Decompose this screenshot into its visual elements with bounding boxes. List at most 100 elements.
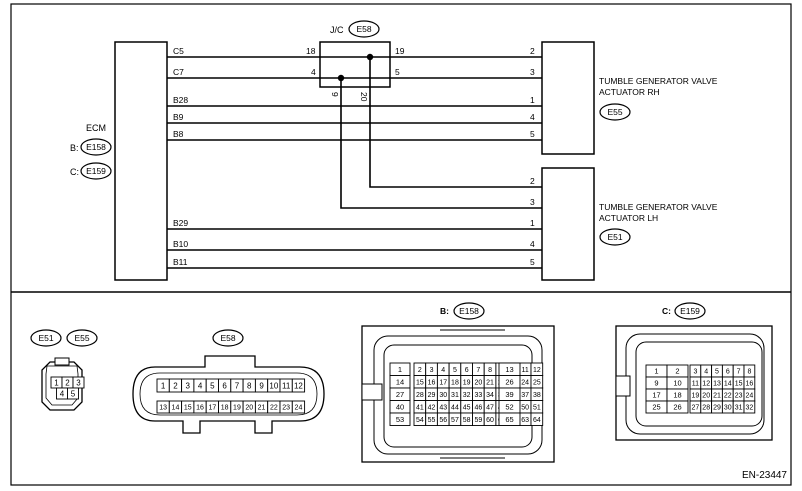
e158-pin-2: 2 xyxy=(418,367,422,374)
e158-pin-53: 53 xyxy=(396,415,404,424)
e58-pin-4: 4 xyxy=(198,381,203,390)
e158-pin-40: 40 xyxy=(396,402,404,411)
lh-actuator-box xyxy=(541,167,595,281)
e158-pin-55: 55 xyxy=(428,417,436,424)
e158-pin-63: 63 xyxy=(521,417,529,424)
e158-pin-45: 45 xyxy=(463,404,471,411)
e159-pin-20: 20 xyxy=(702,393,710,400)
wire-label-c5: C5 xyxy=(173,46,184,56)
e158-pin-18: 18 xyxy=(451,379,459,386)
e159-pin-4: 4 xyxy=(704,369,708,376)
e158-oval xyxy=(453,302,485,320)
e159-pin-30: 30 xyxy=(724,405,732,412)
e158-pin-65: 65 xyxy=(505,415,513,424)
e58-pin-1: 1 xyxy=(161,381,166,390)
e158-pin-57: 57 xyxy=(451,417,459,424)
e158-pin-29: 29 xyxy=(428,392,436,399)
e158-pin-20: 20 xyxy=(474,379,482,386)
e158-pin-64: 64 xyxy=(533,417,541,424)
e158-pin-53-box xyxy=(389,412,411,426)
small-pin-4: 4 xyxy=(60,389,65,398)
wire-label-b9: B9 xyxy=(173,112,184,122)
jc-pin-19: 19 xyxy=(395,46,405,56)
rh-label-line2: ACTUATOR RH xyxy=(599,87,660,97)
e158-pin-38: 38 xyxy=(533,392,541,399)
e158-pin-60: 60 xyxy=(486,417,494,424)
e159-code: E159 xyxy=(680,306,700,316)
jc-label: J/C xyxy=(330,25,344,35)
rh-pin-1: 1 xyxy=(530,95,535,105)
rh-pin-3: 3 xyxy=(530,67,535,77)
ecm-c-oval xyxy=(80,162,112,180)
e158-side-tab xyxy=(361,383,383,401)
e158-pin-3: 3 xyxy=(430,367,434,374)
e158-pin-50: 50 xyxy=(521,404,529,411)
jc-pin-4: 4 xyxy=(311,67,316,77)
small-connector-latch xyxy=(54,357,70,366)
e159-pin-32-box xyxy=(743,400,756,414)
jc-box xyxy=(319,41,391,88)
e58-pin-9: 9 xyxy=(259,381,264,390)
lh-label-line2: ACTUATOR LH xyxy=(599,213,658,223)
jc-pin-18: 18 xyxy=(306,46,316,56)
e159-pin-12: 12 xyxy=(702,381,710,388)
lh-label-line1: TUMBLE GENERATOR VALVE xyxy=(599,202,718,212)
e158-pin-1: 1 xyxy=(398,365,402,374)
e158-pin-47: 47 xyxy=(486,404,494,411)
diagram-frame xyxy=(10,3,792,486)
e158-pin-16: 16 xyxy=(428,379,436,386)
e159-pin-31: 31 xyxy=(735,405,743,412)
e159-pin-3: 3 xyxy=(693,369,697,376)
e158-pin-17: 17 xyxy=(439,379,447,386)
e158-pin-41: 41 xyxy=(416,404,424,411)
e158-pin-64-box xyxy=(530,412,544,426)
jc-oval xyxy=(348,20,380,38)
small-pin-5: 5 xyxy=(71,389,76,398)
e158-pin-51: 51 xyxy=(533,404,541,411)
e159-inner-shell xyxy=(635,341,763,427)
e158-pin-12: 12 xyxy=(533,367,541,374)
rh-label-line1: TUMBLE GENERATOR VALVE xyxy=(599,76,718,86)
e159-pin-15: 15 xyxy=(735,381,743,388)
lh-oval xyxy=(599,228,631,246)
e58-pin-24-box xyxy=(291,400,306,414)
e159-pin-5: 5 xyxy=(715,369,719,376)
small-pin-5-box xyxy=(67,387,79,400)
small-oval-1 xyxy=(30,329,62,347)
jc-pin-20: 20 xyxy=(359,92,369,102)
e158-pin-21: 21 xyxy=(486,379,494,386)
e58-connector-body xyxy=(132,355,325,434)
e58-pin-17: 17 xyxy=(208,405,216,412)
ecm-b-code: E158 xyxy=(86,142,106,152)
e158-pin-5: 5 xyxy=(453,367,457,374)
wire-jc-to-lh-3 xyxy=(340,78,542,209)
small-pin-3: 3 xyxy=(76,378,81,387)
e159-pin-1: 1 xyxy=(654,367,658,376)
e58-pin-15: 15 xyxy=(184,405,192,412)
e158-pin-42: 42 xyxy=(428,404,436,411)
e158-pin-14: 14 xyxy=(396,377,404,386)
wires xyxy=(167,56,542,269)
e158-pin-13: 13 xyxy=(505,365,513,374)
e158-pin-25: 25 xyxy=(533,379,541,386)
e158-pin-4: 4 xyxy=(441,367,445,374)
e158-pin-28: 28 xyxy=(416,392,424,399)
e159-prefix: C: xyxy=(662,306,671,316)
e158-pin-39: 39 xyxy=(505,390,513,399)
rh-oval xyxy=(599,103,631,121)
e158-pin-24: 24 xyxy=(521,379,529,386)
e58-pin-22: 22 xyxy=(270,405,278,412)
small-oval-2 xyxy=(66,329,98,347)
small-code-2: E55 xyxy=(74,333,89,343)
e58-pin-21: 21 xyxy=(258,405,266,412)
e159-pin-23: 23 xyxy=(735,393,743,400)
ecm-label: ECM xyxy=(86,123,106,133)
rh-pin-2: 2 xyxy=(530,46,535,56)
e58-pin-3: 3 xyxy=(186,381,191,390)
e159-pin-26-box xyxy=(666,400,689,414)
